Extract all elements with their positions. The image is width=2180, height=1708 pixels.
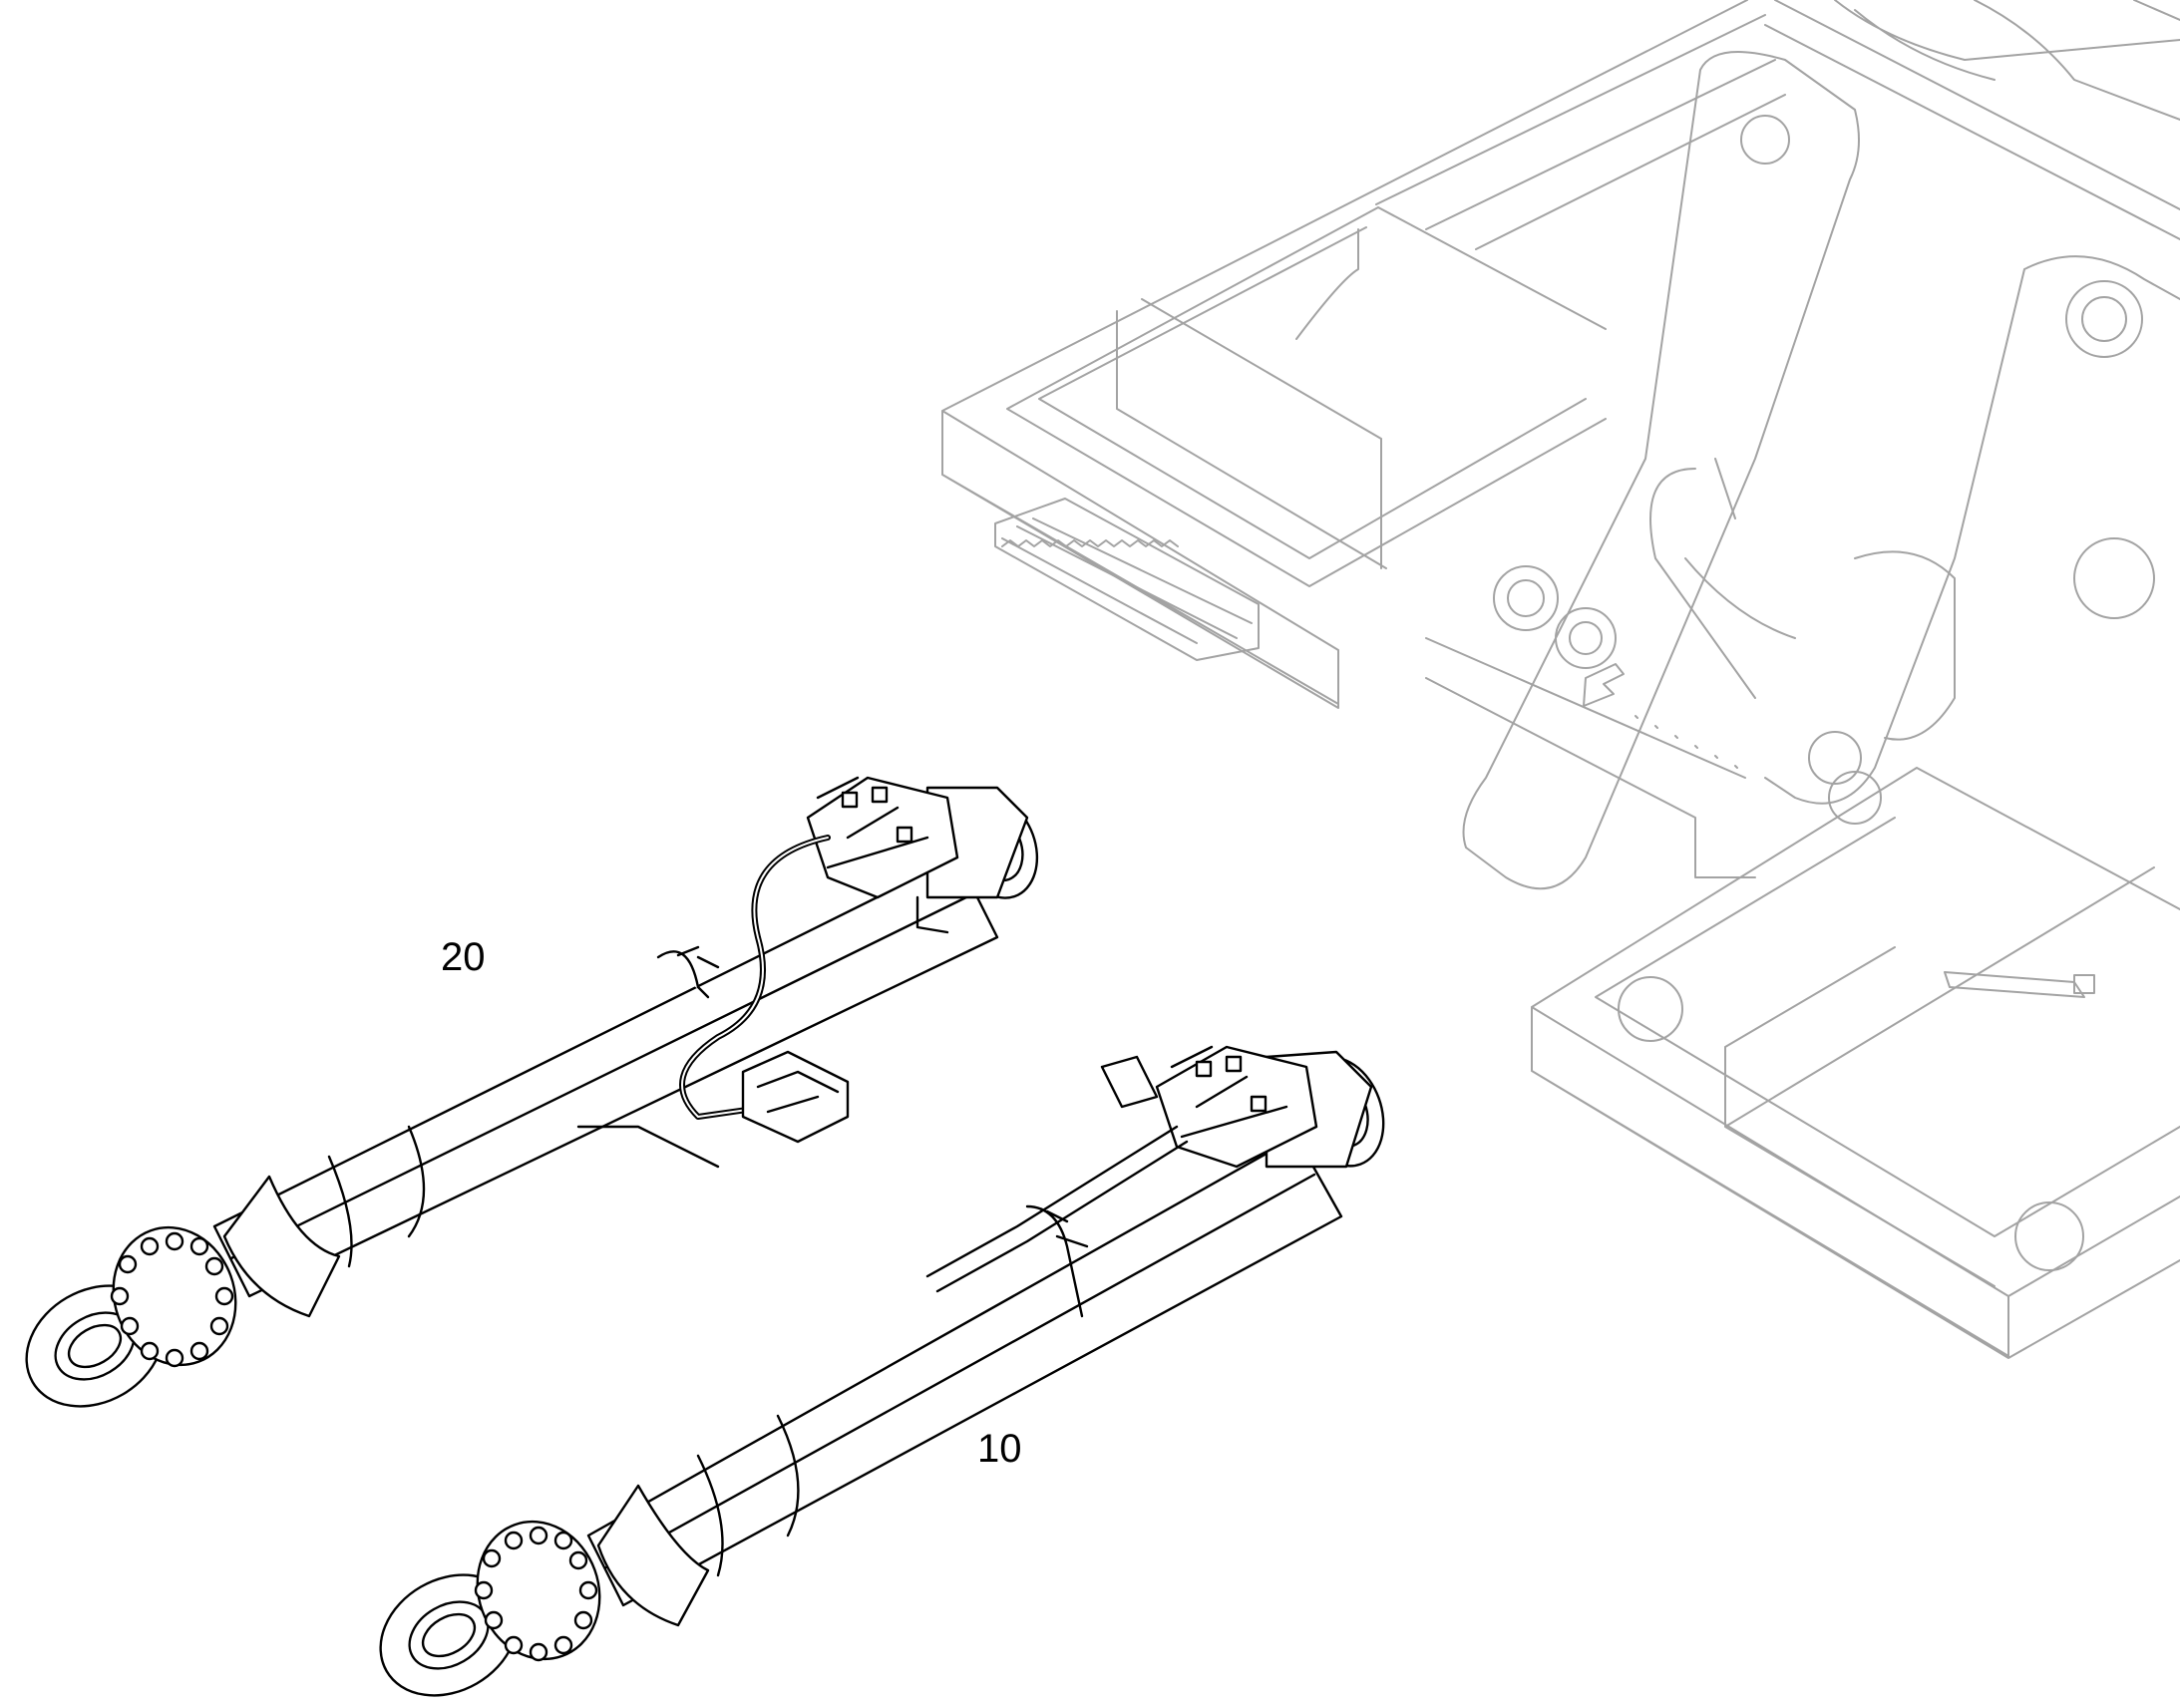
cylinder-20-valve-fitting-1 (841, 791, 859, 809)
cylinder-10-valve-detail (1170, 1045, 1288, 1139)
cylinder-10-rod-eye-inner (421, 1612, 477, 1658)
frame-hole-7 (2081, 296, 2127, 342)
cylinder-10-assembly (379, 1045, 1385, 1697)
frame-rail-top (1375, 14, 1786, 250)
frame-gusset-1 (1649, 458, 1796, 699)
cylinder-10-barrel (586, 1135, 1343, 1607)
cylinder-10-valve-fitting-3 (1250, 1095, 1268, 1113)
frame-hole-1 (1740, 115, 1790, 165)
machine-frame (941, 0, 2180, 1359)
cylinder-10-side-bracket (1100, 1055, 1159, 1109)
cylinder-20-barrel-line (229, 892, 974, 1260)
cylinder-20-collar-2 (327, 1125, 426, 1268)
cylinder-20-clamp (656, 945, 720, 999)
cylinder-20-rod-eye-inner (67, 1323, 123, 1369)
frame-gusset-2 (1854, 550, 1956, 741)
frame-step-teeth (1001, 539, 1179, 547)
cylinder-20-valve-fitting-2 (871, 786, 889, 804)
frame-hole-9 (1808, 731, 1862, 785)
cylinder-10-barrel-line (604, 1173, 1316, 1569)
cylinder-10-collar-2 (696, 1414, 800, 1577)
frame-step (994, 498, 1260, 661)
frame-rail-lower (1425, 637, 1756, 878)
cylinder-20-assembly (25, 776, 1039, 1408)
frame-upright-right (1764, 255, 2180, 805)
cylinder-20-head-body (925, 786, 1029, 899)
frame-lower-block (2073, 974, 2095, 994)
frame-lower-bore-1 (1618, 976, 1683, 1042)
frame-hole-row (1635, 715, 1738, 769)
cylinder-10-clamp (1025, 1204, 1089, 1318)
frame-right-edge (1764, 0, 2180, 240)
cylinder-20-lower-valve (741, 1050, 850, 1144)
frame-hole-10 (1828, 771, 1882, 825)
cylinder-20-barrel (212, 855, 999, 1298)
cylinder-10-hydraulic-pipe (925, 1125, 1189, 1293)
cylinder-20-lower-valve-detail (756, 1070, 840, 1114)
callout-20: 20 (441, 935, 486, 979)
frame-lower-strut (1944, 971, 2085, 998)
frame-lower-box-inner (1595, 817, 2180, 1287)
cylinder-10-valve-fitting-1 (1195, 1060, 1213, 1078)
frame-hole-2 (1493, 565, 1559, 631)
frame-upper-platform (941, 0, 1748, 709)
cylinder-20-bracket (576, 895, 949, 1169)
cylinder-20-hydraulic-pipe-inner (681, 837, 829, 1118)
frame-top-curve (1834, 0, 2180, 81)
callout-10: 10 (977, 1427, 1022, 1471)
cylinder-10-flange-bolts (474, 1520, 601, 1662)
cylinder-20-valve-fitting-3 (896, 826, 913, 844)
cylinder-10-collar-1 (596, 1484, 710, 1627)
frame-platform-inner (1116, 228, 1387, 569)
cylinder-20-collar-1 (222, 1175, 341, 1318)
cylinder-10-valve-fitting-2 (1225, 1055, 1243, 1073)
frame-bracket-small (1583, 663, 1625, 707)
frame-lower-bore-2 (2014, 1201, 2084, 1271)
frame-hole-5 (1569, 621, 1603, 655)
frame-hole-6 (2065, 280, 2143, 358)
frame-hole-8 (2073, 537, 2155, 619)
frame-upright-left (1462, 51, 1860, 890)
frame-hole-3 (1507, 579, 1545, 617)
frame-lower-box (1531, 767, 2180, 1359)
frame-hole-4 (1555, 607, 1617, 669)
cylinder-20-flange-bolts (110, 1225, 237, 1368)
